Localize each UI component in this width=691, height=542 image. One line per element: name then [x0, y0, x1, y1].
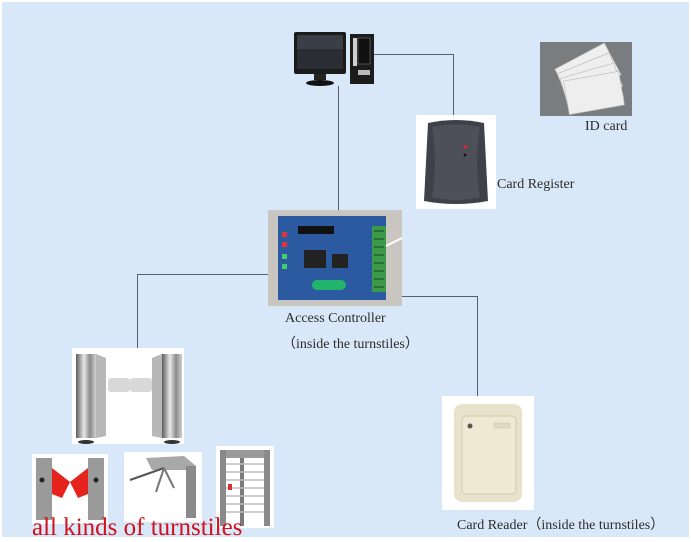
turnstile-flap-barrier[interactable] — [32, 454, 108, 524]
card-register-device-photo — [424, 120, 488, 204]
card-reader-label: Card Reader（inside the turnstiles） — [457, 518, 665, 533]
desktop-computer-icon — [294, 32, 374, 86]
connector-computer-register-h — [372, 54, 454, 55]
turnstile-tripod[interactable] — [124, 452, 202, 522]
connector-controller-reader-h — [402, 296, 477, 297]
turnstile-swing-barrier[interactable] — [72, 348, 184, 444]
connector-computer-controller — [338, 86, 339, 212]
card-reader-device-photo — [454, 404, 522, 502]
full-height-turnstile-photo — [220, 450, 270, 526]
swing-barrier-photo — [76, 354, 182, 444]
connector-controller-reader-v — [477, 296, 478, 396]
access-controller-sublabel: （inside the turnstiles） — [282, 337, 419, 352]
card-reader-node[interactable] — [442, 396, 534, 510]
flap-barrier-photo — [36, 458, 104, 520]
access-controller-label: Access Controller — [285, 311, 386, 326]
controller-board-photo — [278, 216, 402, 300]
id-cards-photo — [540, 42, 632, 116]
computer-node[interactable] — [292, 30, 378, 90]
turnstile-full-height[interactable] — [216, 446, 274, 528]
connector-controller-turnstile-h — [137, 274, 269, 275]
connector-controller-turnstile-v — [137, 274, 138, 348]
turnstiles-label: all kinds of turnstiles — [32, 514, 243, 541]
card-register-node[interactable] — [416, 115, 496, 209]
access-controller-node[interactable] — [268, 210, 402, 306]
id-card-label: ID card — [585, 119, 628, 134]
card-register-label: Card Register — [497, 177, 575, 192]
id-card-node[interactable] — [540, 42, 632, 116]
connector-computer-register-v — [453, 54, 454, 116]
tripod-turnstile-photo — [129, 456, 196, 518]
